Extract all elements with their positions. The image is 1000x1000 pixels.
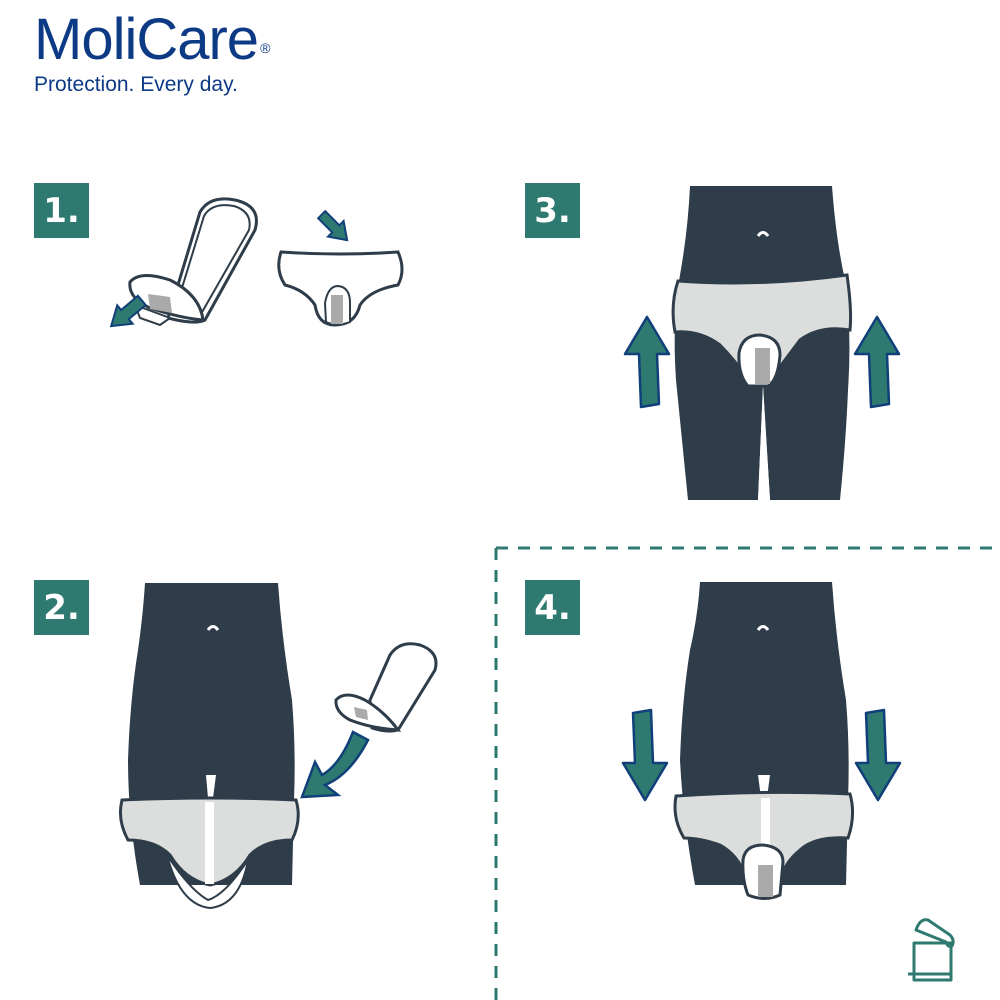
pad-icon (128, 197, 258, 327)
step-4-badge: 4. (525, 580, 580, 635)
step-3-badge: 3. (525, 183, 580, 238)
brand-name-text: MoliCare (34, 7, 259, 72)
step-1-illustration (109, 197, 404, 328)
step-2-illustration (119, 583, 438, 910)
pad-icon (334, 642, 438, 733)
arrow-insert-icon (316, 209, 349, 242)
step-4-illustration (621, 582, 902, 900)
brand-logo: MoliCare® Protection. Every day. (34, 7, 270, 98)
step-1-badge: 1. (34, 183, 89, 238)
arrow-up-left-icon (623, 315, 671, 409)
trash-bin-icon (908, 918, 955, 982)
brand-name: MoliCare® (34, 7, 270, 72)
brand-tagline: Protection. Every day. (34, 73, 238, 96)
arrow-down-left-icon (621, 708, 669, 802)
registered-mark: ® (260, 40, 270, 56)
underwear-icon (277, 250, 404, 327)
arrow-place-icon (300, 730, 370, 799)
arrow-up-right-icon (853, 315, 901, 409)
dashed-divider (494, 546, 1000, 1000)
arrow-peel-icon (109, 294, 148, 328)
step-2-badge: 2. (34, 580, 89, 635)
step-3-illustration (623, 186, 901, 500)
arrow-down-right-icon (854, 708, 902, 802)
